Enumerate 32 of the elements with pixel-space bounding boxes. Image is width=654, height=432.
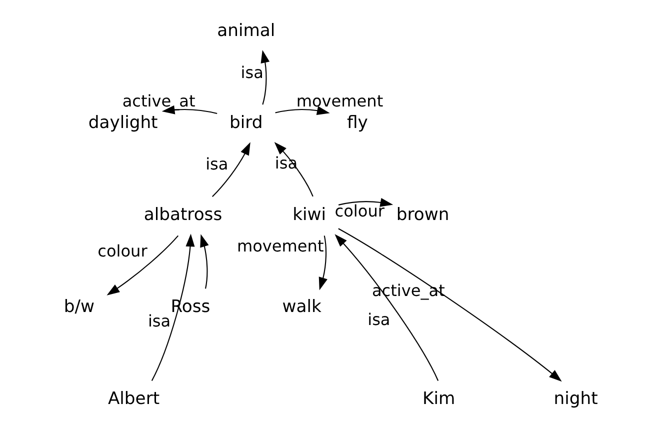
edge-label: isa (367, 310, 390, 329)
arrow (161, 105, 217, 114)
edge-label: isa (205, 154, 228, 174)
arrow (260, 50, 270, 105)
arrow (150, 234, 194, 381)
arrow (318, 236, 327, 290)
node-text: bird (229, 113, 262, 134)
edge-label: active_at (122, 91, 195, 110)
edge-label: isa (240, 63, 263, 82)
node-text: Albert (107, 389, 160, 410)
node-text: fly (346, 113, 368, 134)
arrow (338, 228, 562, 382)
node-text: Kim (422, 389, 455, 410)
node-text: b/w (63, 297, 94, 318)
node-text: kiwi (292, 205, 326, 226)
arrow (212, 142, 250, 197)
node-text: walk (282, 297, 321, 318)
edge-label: isa (147, 311, 170, 330)
arrow (334, 234, 438, 381)
node-text: animal (216, 20, 275, 41)
node-text: albatross (143, 205, 222, 226)
arrow (106, 235, 178, 296)
arrow (274, 106, 330, 115)
edge-label: colour (97, 242, 147, 261)
arrow (338, 198, 393, 207)
edge-label: colour (334, 202, 384, 221)
edge-label: movement (236, 236, 324, 256)
node-text: daylight (88, 113, 158, 134)
node-text: night (553, 389, 598, 410)
node-text: brown (396, 205, 449, 226)
edge-label: movement (296, 91, 383, 110)
arrow (200, 234, 208, 289)
